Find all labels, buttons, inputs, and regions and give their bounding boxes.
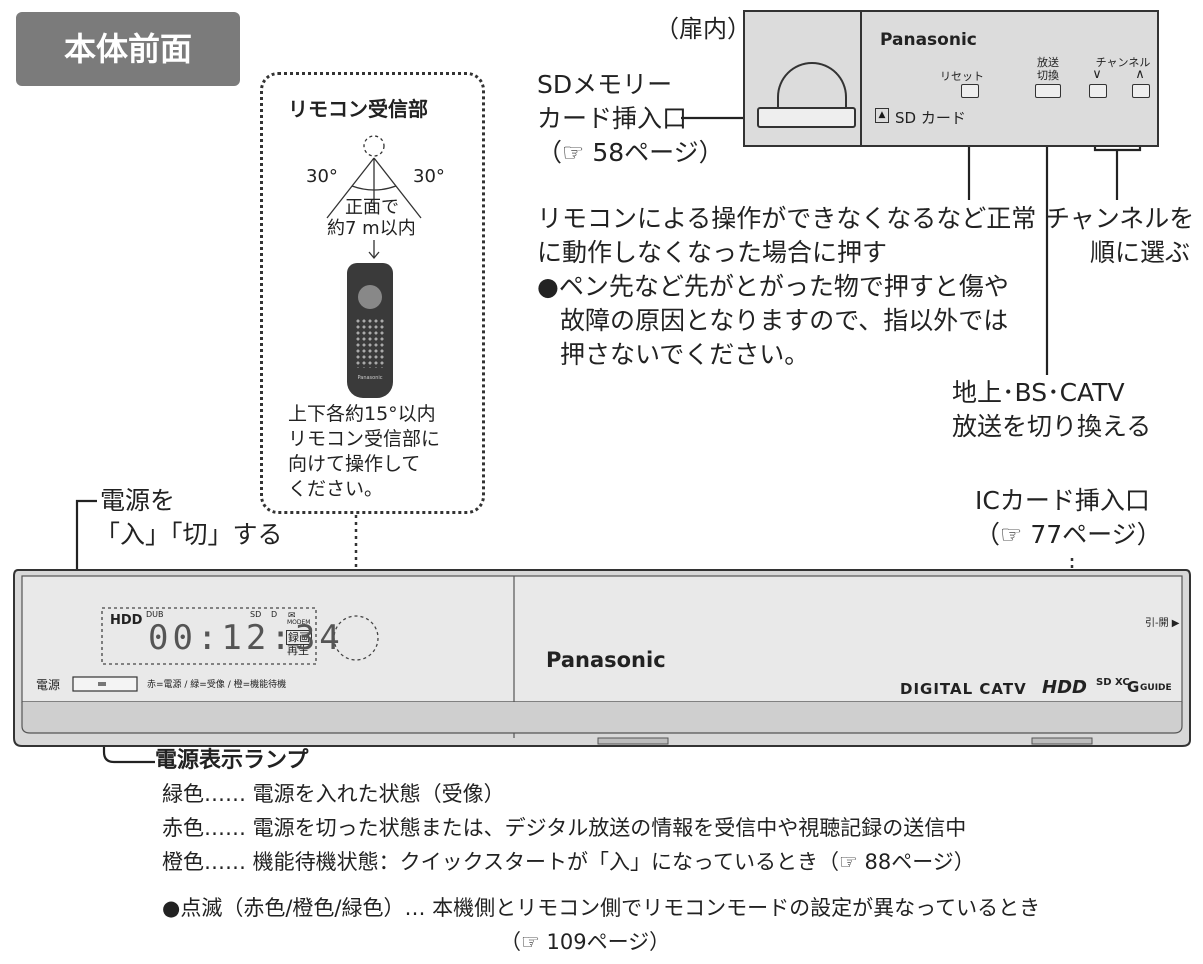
sd-callout-1: SDメモリー [537, 70, 673, 99]
sd-card-slot[interactable] [757, 107, 856, 128]
sd-indicator: SD [250, 610, 262, 619]
door-panel: Panasonic リセット 放送 切換 チャンネル ∨ ∧ ▲ SD カード [743, 10, 1159, 147]
receiver-note-3: 向けて操作して [288, 453, 421, 475]
dub-label: DUB [146, 610, 164, 619]
sd-callout-2: カード挿入口 [537, 104, 688, 133]
angle-left-line [326, 157, 375, 219]
channel-down-glyph: ∨ [1092, 67, 1102, 82]
receiver-note-2: リモコン受信部に [288, 428, 441, 450]
rec-indicator: 録画 [286, 630, 312, 645]
reset-button[interactable] [961, 84, 979, 98]
broadcast-callout-1: 地上･BS･CATV [952, 378, 1125, 407]
power-callout-1: 電源を [100, 486, 176, 515]
digital-catv-logo: DIGITAL CATV [900, 680, 1027, 698]
reset-callout-1: リモコンによる操作ができなくなるなど正常 [537, 204, 1037, 233]
reset-label: リセット [940, 70, 984, 83]
receiver-note-1: 上下各約15°以内 [288, 403, 436, 425]
reset-callout-5: 押さないでください。 [560, 340, 810, 369]
power-label: 電源 [36, 678, 61, 692]
door-label: （扉内） [655, 15, 751, 43]
reset-callout-3: ●ペン先など先がとがった物で押すと傷や [537, 272, 1009, 301]
remote-sensor-window [333, 615, 379, 661]
lamp-leader [102, 675, 155, 764]
lamp-red: 赤色…… 電源を切った状態または、デジタル放送の情報を受信中や視聴記録の送信中 [162, 816, 967, 840]
sd-card-label: SD カード [895, 109, 966, 127]
hdd-label: HDD [110, 613, 143, 628]
broadcast-label-2: 切換 [1037, 69, 1059, 82]
remote-dpad-icon [358, 285, 382, 309]
play-indicator: 再生 [287, 644, 309, 657]
broadcast-switch-button[interactable] [1035, 84, 1061, 98]
sdxc-logo: SD XC [1096, 677, 1130, 688]
angle-right-line [373, 157, 422, 219]
channel-callout-1: チャンネルを [1045, 204, 1195, 233]
receiver-point [363, 135, 385, 157]
section-title: 本体前面 [16, 12, 240, 86]
ic-card-open-label[interactable]: 引-開 ▶ [1145, 618, 1180, 629]
remote-keypad-icon [355, 318, 385, 368]
broadcast-label-1: 放送 [1037, 56, 1059, 69]
channel-up-glyph: ∧ [1135, 67, 1145, 82]
sd-arrow-icon: ▲ [875, 108, 889, 123]
ic-card-callout-2: （☞ 77ページ） [975, 520, 1162, 549]
time-display: 00:12:34 [148, 618, 344, 658]
remote-receiver-title: リモコン受信部 [288, 97, 428, 121]
remote-receiver-box [260, 72, 485, 514]
receiver-note-4: ください。 [288, 478, 384, 500]
lamp-orange: 橙色…… 機能待機状態：クイックスタートが「入」になっているとき（☞ 88ページ… [162, 850, 975, 874]
front-distance-1: 正面で [345, 197, 399, 218]
mail-icon: ✉ [288, 611, 296, 621]
power-callout-2: 「入」「切」する [95, 520, 283, 549]
sd-callout-3: （☞ 58ページ） [537, 138, 724, 167]
channel-callout-2: 順に選ぶ [1090, 238, 1191, 267]
channel-label: チャンネル [1095, 56, 1151, 69]
angle-arc [351, 185, 397, 191]
lamp-blink: ●点滅（赤色/橙色/緑色）… 本機側とリモコン側でリモコンモードの設定が異なって… [162, 896, 1041, 920]
remote-brand: Panasonic [357, 375, 383, 381]
door-brand: Panasonic [880, 30, 977, 50]
reset-callout-4: 故障の原因となりますので、指以外では [560, 306, 1009, 335]
broadcast-callout-2: 放送を切り換える [952, 412, 1152, 441]
lamp-green: 緑色…… 電源を入れた状態（受像） [162, 782, 505, 806]
gguide-mark-icon: G [1127, 678, 1140, 696]
reset-callout-2: に動作しなくなった場合に押す [537, 238, 888, 267]
angle-left-label: 30° [306, 166, 338, 187]
power-lamp-title: 電源表示ランプ [155, 748, 309, 773]
front-display-frame [101, 607, 317, 665]
device-brand: Panasonic [546, 648, 666, 672]
gguide-logo: GUIDE [1140, 683, 1172, 693]
hdd-logo: HDD [1042, 677, 1087, 698]
channel-up-button[interactable] [1132, 84, 1150, 98]
lamp-blink-ref: （☞ 109ページ） [500, 930, 671, 954]
angle-right-label: 30° [413, 166, 445, 187]
lamp-legend: 赤=電源 / 緑=受像 / 橙=機能待機 [147, 680, 287, 690]
ic-card-callout-1: ICカード挿入口 [975, 486, 1150, 515]
sd-slot-cover [777, 62, 847, 124]
channel-down-button[interactable] [1089, 84, 1107, 98]
front-distance-2: 約7 m以内 [327, 218, 416, 239]
modem-indicator: MODEM [287, 619, 311, 626]
d-indicator: D [271, 610, 278, 619]
remote-control-image: Panasonic [347, 263, 393, 398]
device-front-panel [13, 569, 1191, 747]
sd-door-area [745, 12, 862, 145]
